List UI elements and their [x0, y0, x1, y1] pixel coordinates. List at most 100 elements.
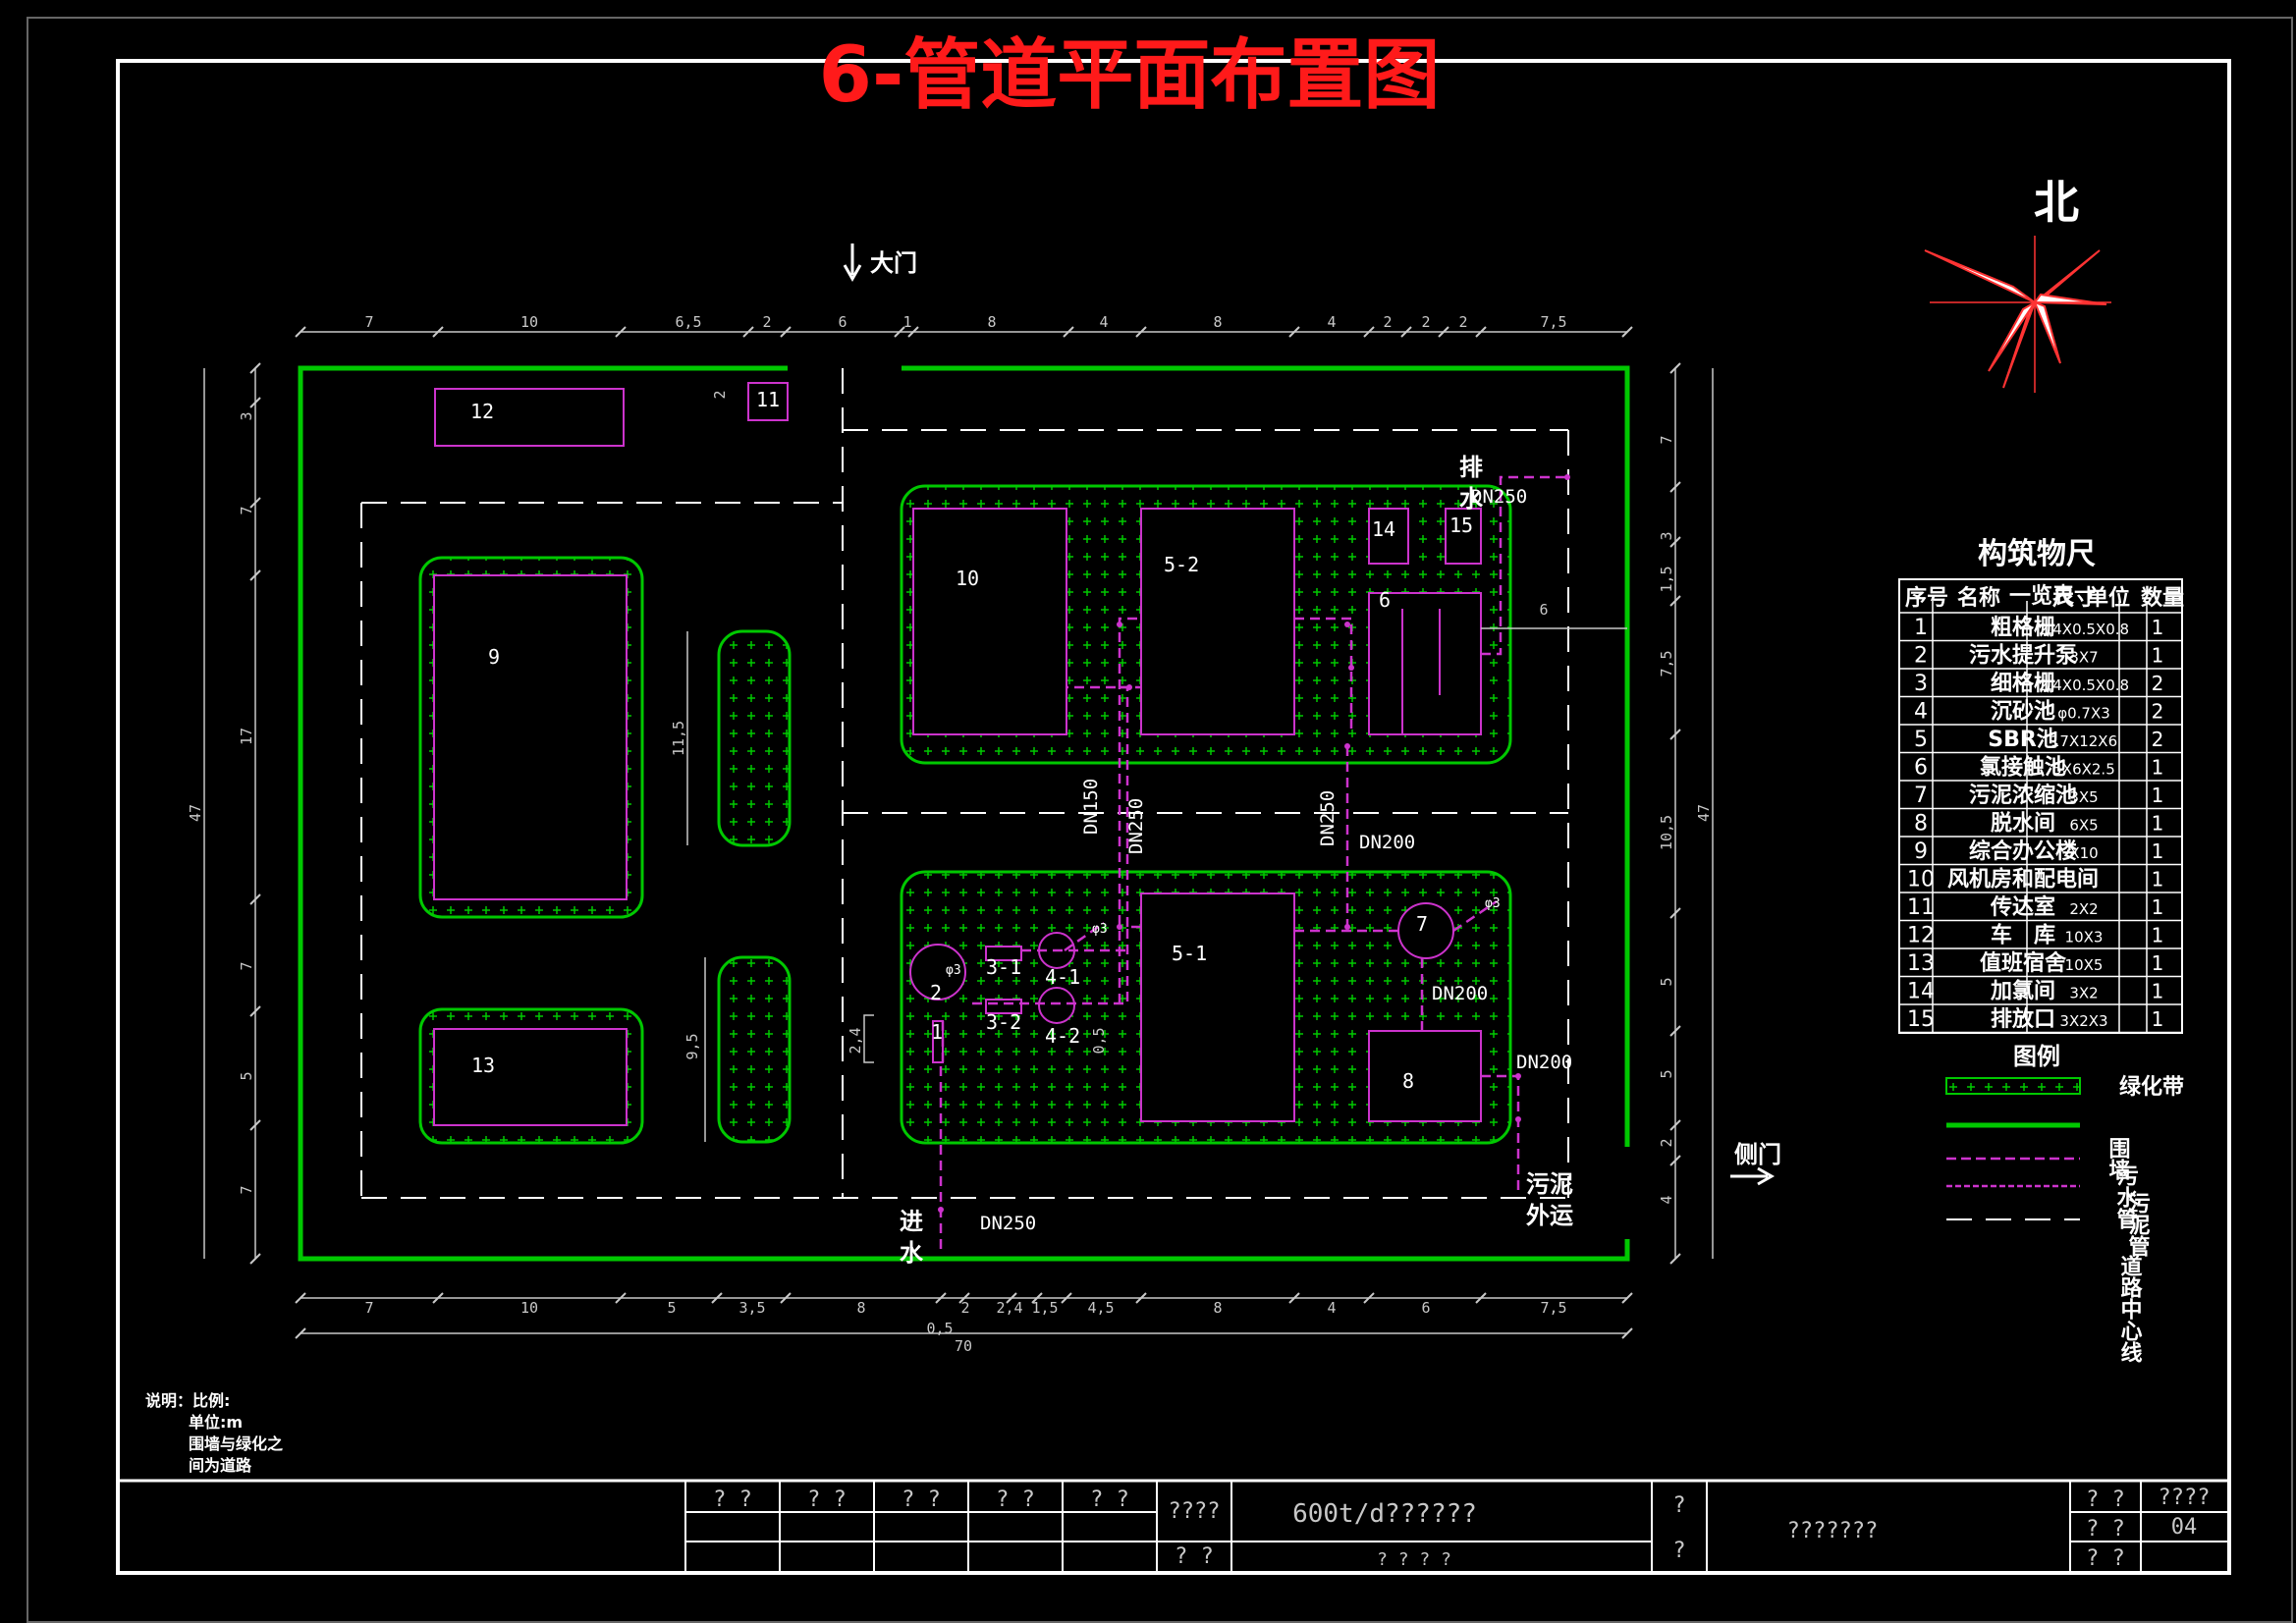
legend-wall-label: 围墙 [2105, 1137, 2131, 1180]
dim-left-1: 7 [238, 506, 255, 514]
table-cell-size: 2.4X0.5X0.8 [2039, 676, 2129, 694]
table-cell-qty: 1 [2152, 895, 2164, 919]
table-cell-size: 17X12X6 [2050, 732, 2117, 750]
gate-main-arrow [843, 243, 862, 283]
dim-right-6: 5 [1658, 1069, 1675, 1078]
dim-left-3: 7 [238, 961, 255, 970]
table-cell-size: 5X6X2.5 [2052, 761, 2115, 779]
table-cell-no: 12 [1907, 924, 1935, 948]
label-6: 6 [1379, 588, 1391, 612]
table-cell-size: 10X3 [2065, 929, 2104, 947]
dim-bottom-8: 4,5 [1087, 1299, 1114, 1317]
table-cell-size: φ0.7X3 [2057, 705, 2110, 723]
table-cell-qty: 1 [2152, 784, 2164, 807]
th-no: 序号 [1905, 585, 1948, 611]
dim-left-0: 3 [238, 411, 255, 420]
table-cell-qty: 1 [2152, 839, 2164, 863]
label-15: 15 [1449, 514, 1473, 537]
tb-cell-4: ? ? [996, 1488, 1035, 1512]
table-cell-no: 13 [1907, 951, 1935, 976]
dim-top-4: 6 [838, 313, 847, 331]
table-cell-name: 污水提升泵 [1969, 643, 2077, 669]
pipe-dn200-a: DN200 [1359, 832, 1415, 853]
table-cell-name: 氯接触池 [1980, 755, 2066, 781]
dim-bottom-6: 2,4 [996, 1299, 1022, 1317]
label-13: 13 [471, 1054, 495, 1077]
dim-bottom-4: 8 [856, 1299, 865, 1317]
table-cell-size: 3X5 [2069, 788, 2098, 806]
outlet-label-1: 排 [1459, 454, 1483, 481]
table-cell-no: 5 [1914, 728, 1928, 752]
table-cell-no: 8 [1914, 812, 1928, 837]
tb-cell-3: ? ? [902, 1488, 941, 1512]
table-cell-no: 9 [1914, 839, 1928, 864]
notes: 说明：比例: 单位:m 围墙与绿化之 间为道路 [145, 1391, 283, 1475]
dim-top-10: 2 [1383, 313, 1392, 331]
th-qty: 数量 [2141, 585, 2184, 611]
dim-total-width: 70 [955, 1337, 972, 1355]
dim-bottom-11: 6 [1421, 1299, 1430, 1317]
green-belt-strip-2 [717, 955, 792, 1144]
tb-q-f: ???? [2159, 1486, 2211, 1510]
building-5-1 [1140, 893, 1295, 1122]
table-cell-qty: 2 [2152, 672, 2164, 695]
dim-left-total: 47 [187, 804, 204, 822]
road-centerlines [360, 368, 1569, 1199]
dim-bottom-3: 3,5 [738, 1299, 765, 1317]
outlet-label-2: 水 [1459, 485, 1484, 513]
label-4-2: 4-2 [1045, 1024, 1080, 1048]
tb-drawing: ??????? [1787, 1519, 1879, 1543]
pipe-dn150: DN150 [1080, 779, 1102, 835]
dim-right-2: 1,5 [1658, 566, 1675, 592]
pipe-dn250-inlet: DN250 [980, 1213, 1036, 1234]
dim-bottom-small: 0,5 [926, 1320, 953, 1337]
table-cell-no: 14 [1907, 980, 1935, 1004]
table-cell-qty: 1 [2152, 924, 2164, 947]
tb-cell-2: ? ? [807, 1488, 847, 1512]
dim-bottom-12: 7,5 [1540, 1299, 1566, 1317]
label-7: 7 [1416, 912, 1428, 936]
dim-top-9: 4 [1327, 313, 1336, 331]
dim-top-12: 2 [1458, 313, 1467, 331]
table-cell-size: 10X5 [2065, 956, 2104, 974]
table-cell-name: 风机房和配电间 [1947, 867, 2099, 893]
dim-top-7: 4 [1099, 313, 1108, 331]
table-cell-name: 值班宿舍 [1980, 950, 2067, 976]
dim-top-13: 7,5 [1540, 313, 1566, 331]
pipe-dn200-c: DN200 [1516, 1052, 1572, 1073]
table-cell-no: 6 [1914, 756, 1928, 781]
table-cell-no: 4 [1914, 700, 1928, 725]
table-cell-no: 1 [1914, 616, 1928, 640]
dim-right-8: 4 [1658, 1195, 1675, 1204]
building-5-2 [1140, 508, 1295, 735]
dim-inner-11-5: 11,5 [670, 721, 687, 756]
dim-right-3: 7,5 [1658, 650, 1675, 676]
table-cell-name: 综合办公楼 [1969, 839, 2077, 864]
table-cell-qty: 1 [2152, 951, 2164, 975]
building-12 [434, 388, 625, 447]
dim-top-8: 8 [1213, 313, 1222, 331]
table-cell-qty: 1 [2152, 644, 2164, 668]
building-13 [433, 1028, 628, 1126]
tb-sheet: 04 [2171, 1515, 2198, 1540]
dim-top-11: 2 [1421, 313, 1430, 331]
building-11 [747, 382, 789, 421]
inlet-label-2: 水 [900, 1239, 924, 1267]
tb-cell-7: ? ? [1175, 1544, 1214, 1569]
dim-bottom-7: 1,5 [1031, 1299, 1058, 1317]
legend-green-label: 绿化带 [2119, 1074, 2184, 1100]
pipe-phi3-a: φ3 [946, 963, 961, 978]
dim-top-1: 10 [520, 313, 538, 331]
table-cell-name: 传达室 [1990, 894, 2055, 920]
dim-top-5: 1 [902, 313, 911, 331]
table-cell-qty: 1 [2152, 812, 2164, 836]
dim-right-4: 10,5 [1658, 815, 1675, 850]
table-cell-qty: 1 [2152, 616, 2164, 639]
note-line-3: 围墙与绿化之 [189, 1434, 283, 1453]
sludge-label-2: 外运 [1526, 1202, 1573, 1229]
label-4-1: 4-1 [1045, 965, 1080, 989]
green-belt-strip-1 [717, 629, 792, 847]
table-cell-name: 加氯间 [1990, 979, 2055, 1004]
